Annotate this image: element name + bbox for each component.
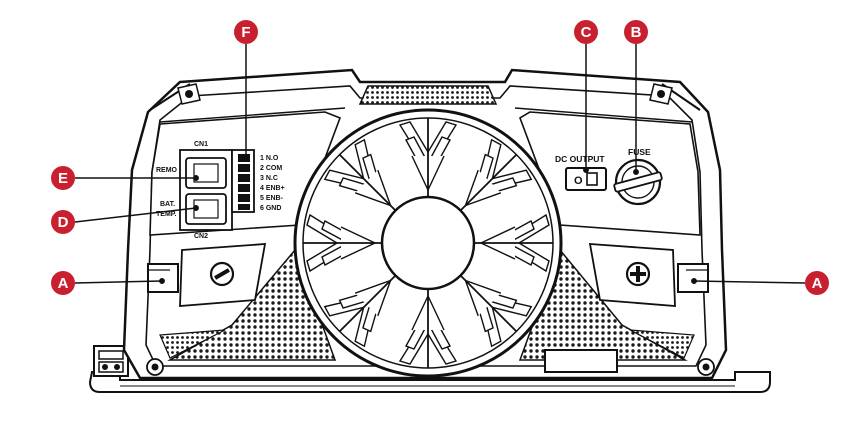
pin-3-label: 3 N.C bbox=[260, 175, 278, 182]
connector-block: CN1 CN2 REMO BAT. TEMP. bbox=[156, 141, 233, 240]
callout-d: D bbox=[51, 210, 75, 234]
callout-e-label: E bbox=[58, 170, 68, 187]
minus-terminal-icon bbox=[209, 261, 235, 287]
fuse-label: FUSE bbox=[628, 147, 651, 157]
callout-d-label: D bbox=[58, 214, 69, 231]
fan-icon bbox=[293, 108, 563, 378]
lower-left-small-grille bbox=[159, 329, 226, 359]
top-grille bbox=[358, 85, 498, 105]
callout-a-left-label: A bbox=[58, 275, 69, 292]
callout-a-right: A bbox=[805, 271, 829, 295]
positive-terminal bbox=[588, 243, 709, 307]
battery-temp-port-cn2[interactable] bbox=[185, 193, 227, 225]
pin-4-label: 4 ENB+ bbox=[260, 185, 285, 192]
cn2-label: CN2 bbox=[194, 233, 208, 240]
cn1-label: CN1 bbox=[194, 141, 208, 148]
pin-5-label: 5 ENB- bbox=[260, 195, 284, 202]
callout-lines bbox=[74, 44, 806, 284]
callout-b-label: B bbox=[631, 24, 642, 41]
fuse-holder[interactable] bbox=[613, 158, 663, 206]
bolt-top-right bbox=[649, 83, 673, 105]
callout-f: F bbox=[234, 20, 258, 44]
callout-c: C bbox=[574, 20, 598, 44]
callout-c-label: C bbox=[581, 24, 592, 41]
pin-1-label: 1 N.O bbox=[260, 155, 279, 162]
bolt-bottom-right bbox=[697, 358, 715, 376]
bat-label: BAT. bbox=[160, 201, 175, 208]
pin-2-label: 2 COM bbox=[260, 165, 282, 172]
dc-output-label: DC OUTPUT bbox=[555, 154, 605, 164]
remote-port-cn1[interactable] bbox=[185, 157, 227, 189]
callout-b: B bbox=[624, 20, 648, 44]
temp-label: TEMP. bbox=[156, 211, 177, 218]
lower-left-grille bbox=[167, 248, 337, 361]
lower-right-small-grille bbox=[629, 329, 695, 359]
right-control-panel bbox=[519, 111, 701, 236]
fan-bottom-slot bbox=[544, 349, 618, 373]
callout-f-label: F bbox=[241, 24, 250, 41]
switch-glyph: O bbox=[574, 175, 583, 187]
bolt-top-left bbox=[177, 83, 201, 105]
pin-6-label: 6 GND bbox=[260, 205, 281, 212]
callout-e: E bbox=[51, 166, 75, 190]
remo-label: REMO bbox=[156, 167, 178, 174]
plus-terminal-icon bbox=[625, 261, 651, 287]
negative-terminal bbox=[147, 243, 267, 307]
callout-a-left: A bbox=[51, 271, 75, 295]
terminal-strip[interactable]: 1 N.O 2 COM 3 N.C 4 ENB+ 5 ENB- 6 GND bbox=[231, 149, 285, 213]
base-plate bbox=[88, 371, 771, 393]
ground-terminal-block bbox=[93, 345, 129, 377]
dc-output-switch[interactable]: O bbox=[565, 167, 607, 191]
bolt-bottom-left bbox=[146, 358, 164, 376]
callout-a-right-label: A bbox=[812, 275, 823, 292]
